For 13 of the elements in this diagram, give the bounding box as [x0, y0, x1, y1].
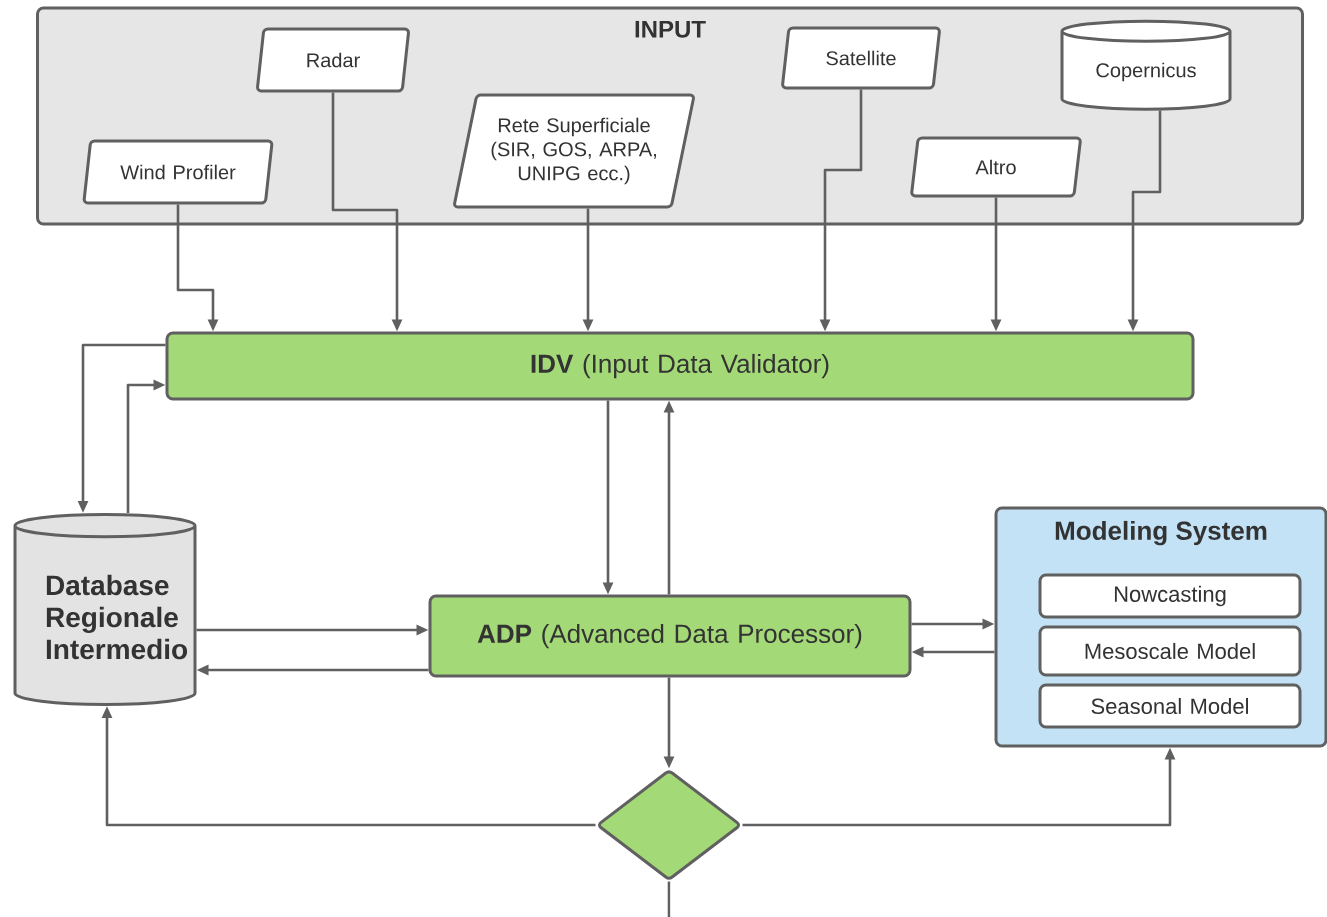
input-parallelogram: Satellite [781, 26, 941, 90]
input-parallelogram: Altro [910, 136, 1082, 198]
database-cylinder: Database Regionale Intermedio [13, 513, 197, 706]
input-parallelogram: Rete Superficiale (SIR, GOS, ARPA, UNIPG ecc.) [453, 93, 695, 209]
process-box: ADP (Advanced Data Processor) [428, 594, 912, 678]
model-box: Seasonal Model [1038, 683, 1302, 729]
process-box: IDV (Input Data Validator) [165, 331, 1195, 401]
input-parallelogram: Wind Profiler [82, 139, 274, 205]
model-box: Mesoscale Model [1038, 625, 1302, 677]
input-parallelogram: Radar [256, 27, 410, 93]
decision-diamond [598, 770, 741, 880]
model-box: Nowcasting [1038, 573, 1302, 619]
database-cylinder: Copernicus [1060, 19, 1232, 111]
